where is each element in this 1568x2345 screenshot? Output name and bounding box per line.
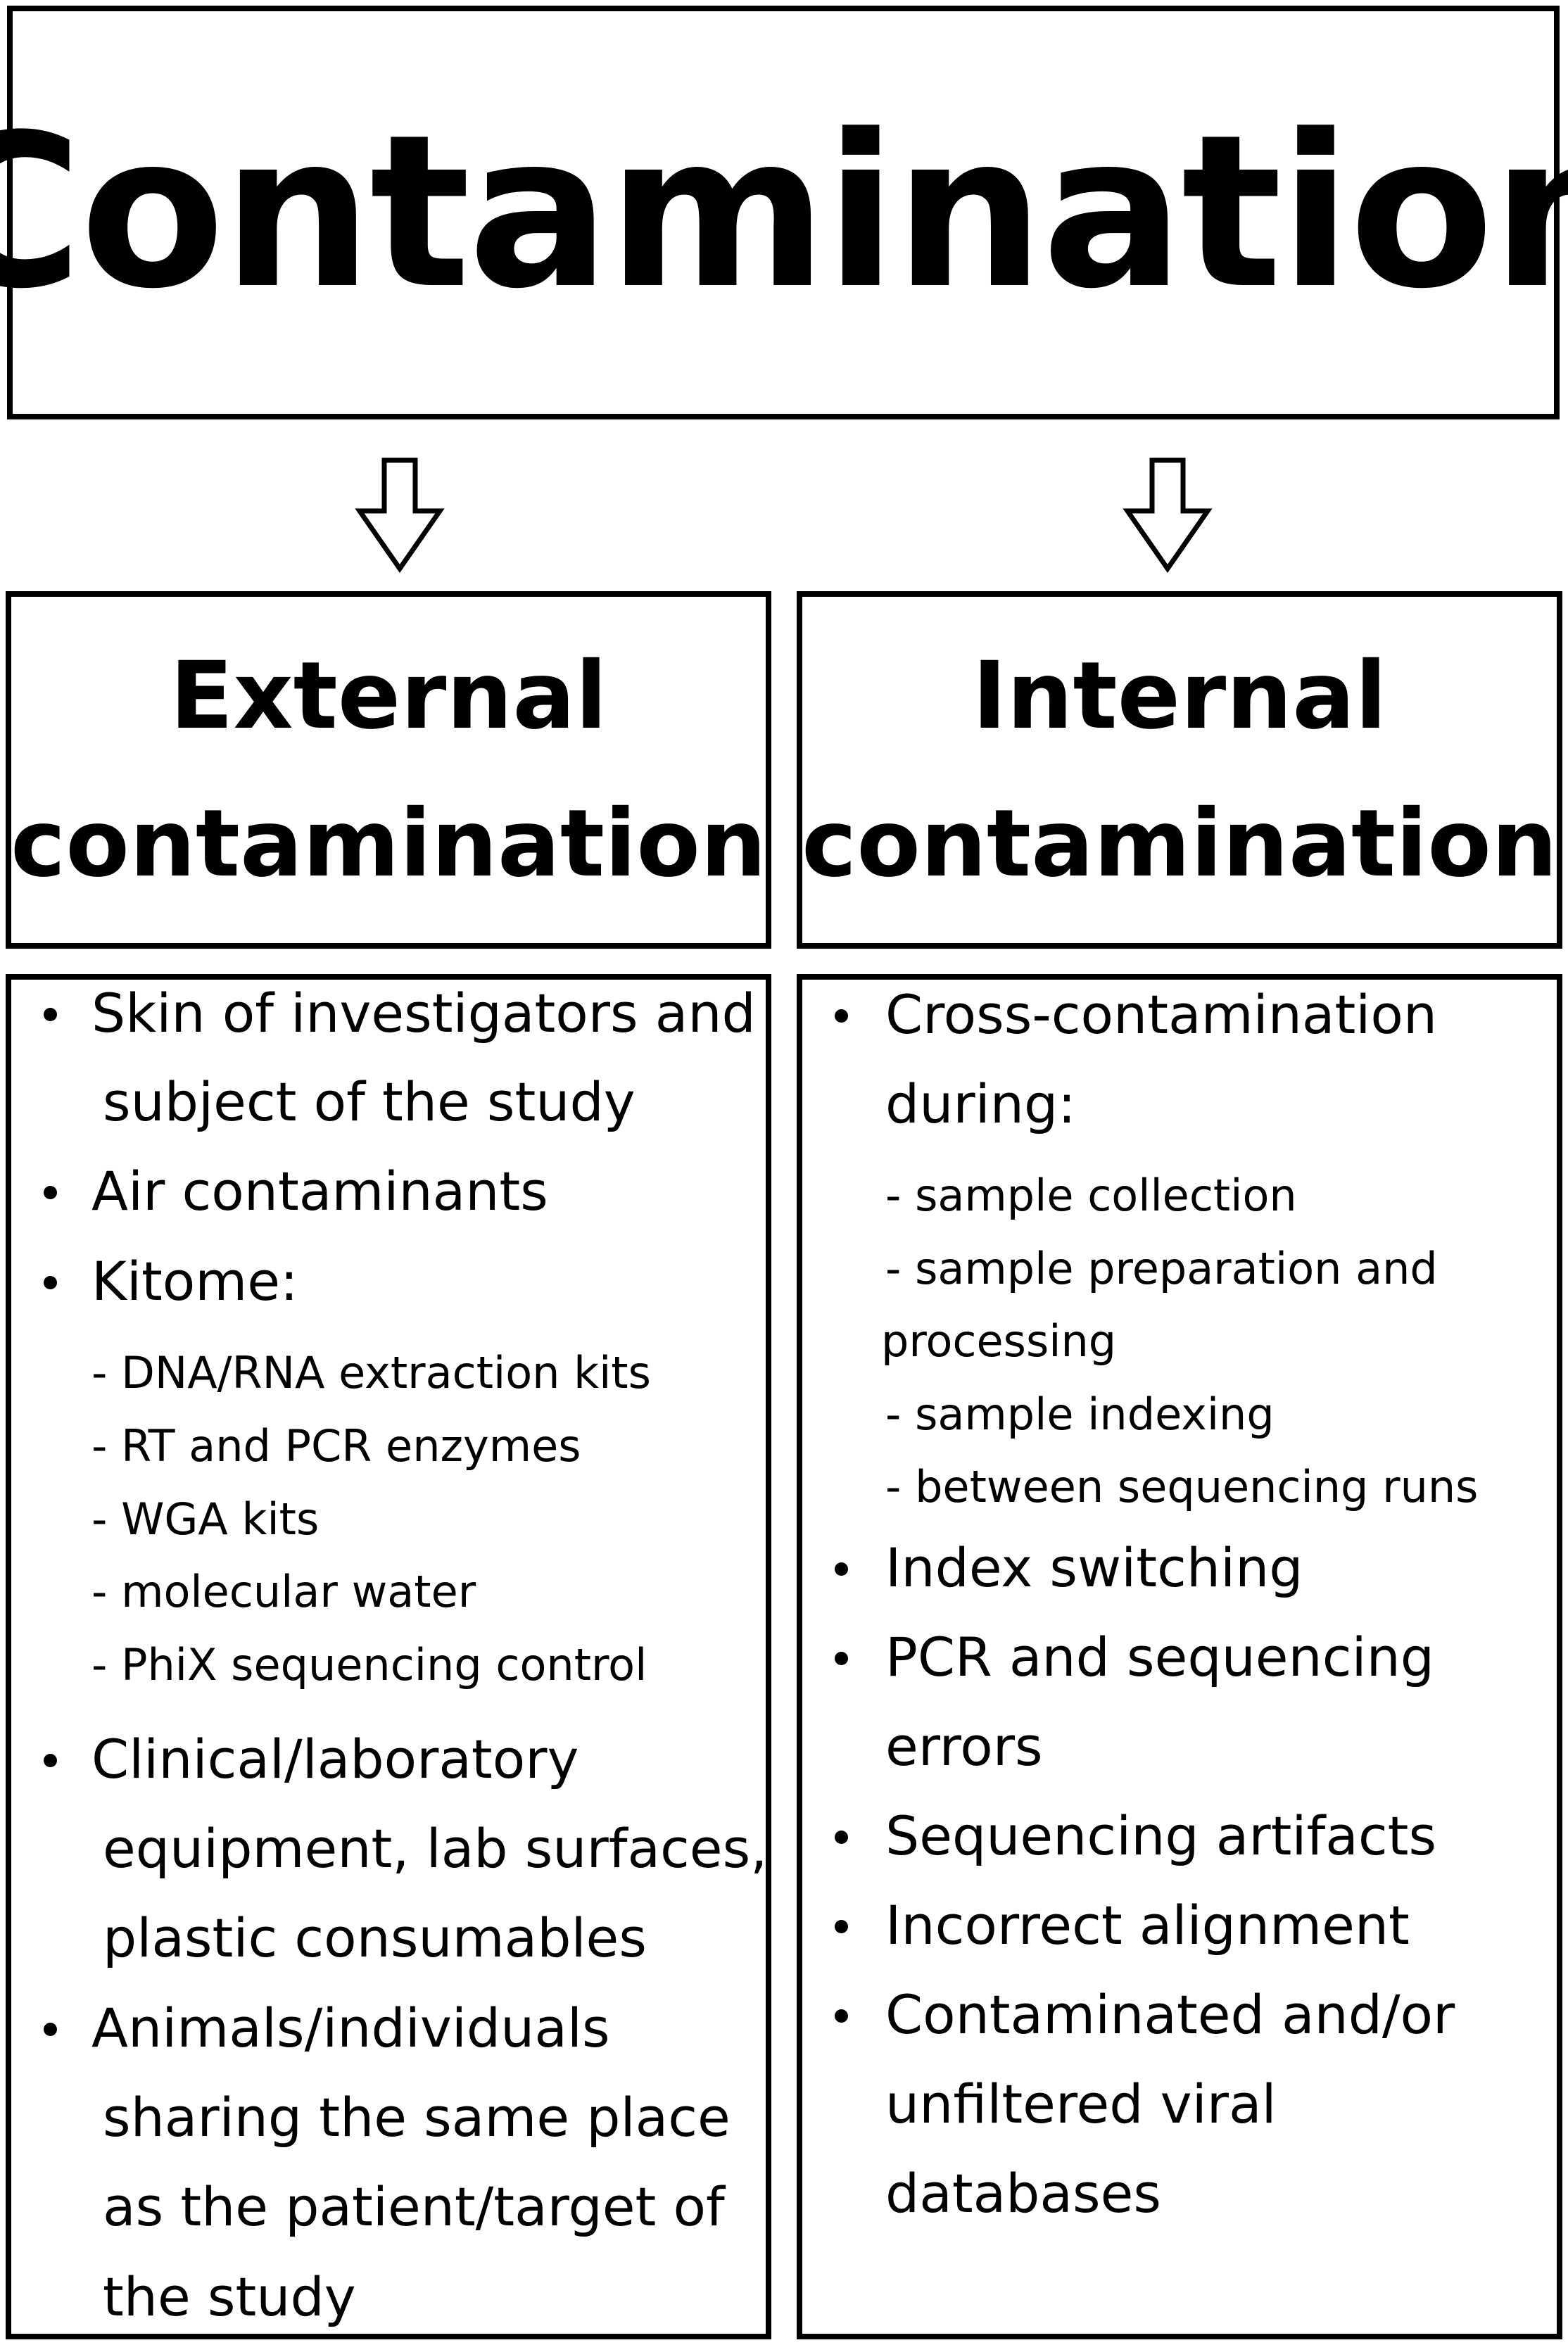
bullet-icon — [835, 1652, 848, 1665]
list-item: Contaminated and/or — [885, 1983, 1455, 2046]
bullet-icon — [835, 1831, 848, 1844]
internal-heading-line-1: Internal — [972, 642, 1387, 750]
internal-heading-line-2: contamination — [802, 790, 1557, 898]
sub-list-item: - RT and PCR enzymes — [91, 1420, 581, 1472]
list-item: PCR and sequencing — [885, 1626, 1435, 1688]
external-heading-line-1: External — [170, 642, 607, 750]
sub-list-item: - DNA/RNA extraction kits — [91, 1347, 651, 1398]
sub-list-item: - PhiX sequencing control — [91, 1639, 647, 1690]
down-arrow-icon — [355, 457, 445, 574]
sub-list-item: - sample indexing — [885, 1389, 1275, 1440]
bullet-icon — [44, 1754, 57, 1767]
diagram-title: Contamination — [0, 89, 1568, 335]
list-item-continuation: during: — [885, 1073, 1076, 1135]
bullet-icon — [835, 2009, 848, 2023]
list-item-continuation: plastic consumables — [103, 1907, 647, 1969]
list-item: Index switching — [885, 1536, 1303, 1599]
list-item-continuation: equipment, lab surfaces, — [103, 1817, 768, 1880]
sub-list-item: - between sequencing runs — [885, 1461, 1479, 1512]
list-item: Animals/individuals — [91, 1997, 610, 2059]
bullet-icon — [835, 1920, 848, 1933]
bullet-icon — [835, 1562, 848, 1576]
list-item-continuation: sharing the same place — [103, 2086, 731, 2149]
bullet-icon — [835, 1009, 848, 1023]
list-item-continuation: the study — [103, 2265, 356, 2328]
down-arrow-icon — [1123, 457, 1213, 574]
list-item: Clinical/laboratory — [91, 1728, 579, 1790]
internal-contamination-list: Cross-contamination during: - sample colle… — [797, 974, 1562, 2339]
list-item: Sequencing artifacts — [885, 1804, 1437, 1867]
external-contamination-heading-box: External contamination — [6, 591, 771, 949]
external-contamination-list: Skin of investigators and subject of the … — [6, 974, 771, 2339]
external-heading-line-2: contamination — [11, 790, 766, 898]
contamination-title-box: Contamination — [0, 6, 1568, 419]
internal-contamination-heading-box: Internal contamination — [797, 591, 1562, 949]
sub-list-item: - sample preparation and — [885, 1243, 1438, 1294]
sub-list-item: - WGA kits — [91, 1493, 320, 1545]
list-item: Air contaminants — [91, 1160, 548, 1222]
bullet-icon — [44, 1008, 57, 1021]
list-item: Cross-contamination — [885, 983, 1438, 1046]
sub-list-item: - sample collection — [885, 1170, 1297, 1221]
sub-list-item: - molecular water — [91, 1566, 476, 1617]
bullet-icon — [44, 2023, 57, 2036]
list-item-continuation: as the patient/target of — [103, 2175, 725, 2238]
list-item-continuation: errors — [885, 1715, 1043, 1778]
bullet-icon — [44, 1276, 57, 1289]
list-item: Kitome: — [91, 1250, 298, 1313]
sub-list-item: processing — [881, 1315, 1117, 1367]
list-item: Skin of investigators and — [91, 982, 756, 1044]
bullet-icon — [44, 1186, 57, 1199]
list-item: Incorrect alignment — [885, 1894, 1410, 1957]
list-item-continuation: unfiltered viral — [885, 2073, 1277, 2135]
list-item-continuation: subject of the study — [103, 1070, 636, 1133]
list-item-continuation: databases — [885, 2162, 1161, 2225]
